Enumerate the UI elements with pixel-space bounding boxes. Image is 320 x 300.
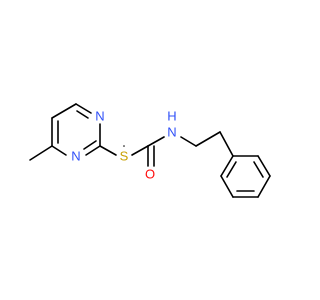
bond-ph-6-inner [226, 161, 237, 178]
bond-ph-2-inner [253, 161, 264, 178]
bond-carbonyl-n [147, 136, 165, 147]
bond-ph-6 [220, 155, 234, 177]
atom-labels: N N S O N H [71, 109, 176, 182]
bond-s-ch2 [131, 145, 149, 156]
bond-ph-3 [257, 175, 271, 198]
bond-ring-c2-n3 [85, 145, 101, 156]
bond-ring-c6-n1 [75, 103, 92, 114]
atom-oxygen: O [145, 167, 155, 182]
atom-amide-h: H [167, 109, 176, 124]
atom-amide-n: N [167, 125, 176, 140]
atom-sulfur: S [120, 149, 129, 164]
bond-ring-c2-n3-inner [83, 140, 97, 150]
bond-ring-c5-c6 [51, 103, 77, 119]
bond-c2-s [99, 145, 117, 156]
bond-ring-c6-n1-inner [76, 110, 89, 119]
bond-ch2-ch2 [195, 131, 221, 147]
bond-ch2-phenyl [219, 131, 234, 157]
bond-ph-2 [257, 155, 271, 177]
bond-ring-n3-c4 [51, 145, 67, 156]
bond-ph-5 [220, 175, 234, 198]
molecule-diagram: N N S O N H [29, 103, 271, 198]
bond-methyl [29, 145, 53, 161]
atom-n-ring-top: N [95, 109, 104, 124]
bond-n-ch2 [180, 136, 197, 147]
atom-n-ring-bottom: N [71, 149, 80, 164]
bond-lines [29, 103, 271, 198]
